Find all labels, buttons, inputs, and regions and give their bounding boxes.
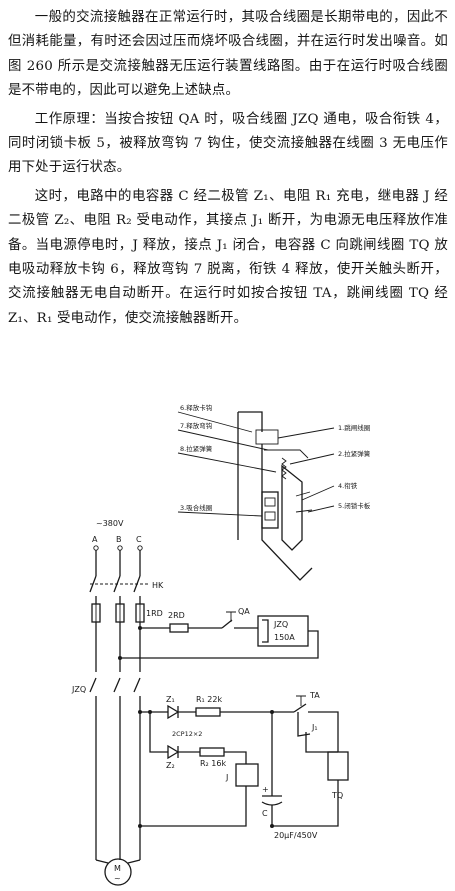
wire-tq-bottom xyxy=(272,780,339,827)
relay-j-label: J xyxy=(225,773,228,782)
wire-j1 xyxy=(297,712,338,753)
qa-contact xyxy=(221,619,233,629)
terminal-c xyxy=(137,545,143,551)
hk-label: HK xyxy=(152,581,164,590)
resistor-r1 xyxy=(195,707,221,717)
contactor-blades xyxy=(89,677,141,693)
jzq-coil-label: JZQ xyxy=(273,620,288,629)
ta-contact xyxy=(293,703,307,713)
phase-lines: HK 1RD JZQ M ~ xyxy=(71,545,164,886)
motor-label: M xyxy=(114,864,121,873)
phase-a-label: A xyxy=(92,535,98,544)
junction-c3 xyxy=(138,824,142,828)
mech-coil-wind-1 xyxy=(264,497,276,507)
phase-mid xyxy=(95,596,141,604)
paragraph-principle: 工作原理：当按合按钮 QA 时，吸合线圈 JZQ 通电，吸合衔铁 4，同时闭锁卡… xyxy=(8,111,448,176)
mech-coil-wind-2 xyxy=(264,511,276,521)
diode-z1 xyxy=(167,704,180,720)
mech-label-5: 5.闭锁卡板 xyxy=(338,501,371,510)
junction-bottom xyxy=(270,824,274,828)
leader-7 xyxy=(177,429,269,451)
diode-type-label: 2CP12×2 xyxy=(172,730,202,738)
cap-plus: + xyxy=(262,785,269,794)
jzq-rating-label: 150A xyxy=(274,633,295,642)
leader-6 xyxy=(177,411,253,433)
mech-label-4: 4.衔铁 xyxy=(338,481,358,490)
mech-label-3: 3.吸合线圈 xyxy=(180,503,212,512)
tq-label: TQ xyxy=(331,791,343,800)
motor-leads xyxy=(95,859,141,864)
circuit-diagram: 6.释放卡钩 7.释放弯钩 8.拉紧弹簧 3.吸合线圈 1.跳闸线圈 2.拉紧弹… xyxy=(71,403,371,886)
cap-rating-label: 20μF/450V xyxy=(274,831,318,840)
terminal-a xyxy=(93,545,99,551)
tq-coil-box xyxy=(327,751,349,781)
leader-3 xyxy=(177,511,263,517)
wire-return-b xyxy=(120,630,319,659)
wire-r2-j xyxy=(224,751,247,764)
z2-label: Z₂ xyxy=(166,761,175,770)
cap-label: C xyxy=(262,809,268,818)
mech-release-hook xyxy=(264,449,309,459)
phase-upper xyxy=(95,550,141,576)
fuse2-label: 2RD xyxy=(168,611,185,620)
leader-1 xyxy=(277,427,335,439)
paragraph-intro: 一般的交流接触器在正常运行时，其吸合线圈是长期带电的，因此不但消耗能量，有时还会… xyxy=(8,10,448,99)
mech-armature xyxy=(281,464,303,551)
leader-2 xyxy=(289,453,335,465)
paragraph-operation: 这时，电路中的电容器 C 经二极管 Z₁、电阻 R₁ 充电，继电器 J 经二极管… xyxy=(8,188,448,326)
terminal-b xyxy=(117,545,123,551)
leader-4 xyxy=(301,485,335,501)
circuit-figure: 6.释放卡钩 7.释放弯钩 8.拉紧弹簧 3.吸合线圈 1.跳闸线圈 2.拉紧弹… xyxy=(0,400,455,887)
relay-j-box xyxy=(235,763,259,787)
trip-circuit: Z₁ R₁ 22k TA J₁ xyxy=(138,691,349,840)
leader-5 xyxy=(307,505,335,513)
junction-b xyxy=(118,656,122,660)
voltage-label: ~380V xyxy=(96,519,124,528)
mech-label-7: 7.释放弯钩 xyxy=(180,421,213,430)
phase-to-motor xyxy=(95,696,141,860)
wire-ta-tq xyxy=(308,711,339,752)
mech-trip-coil-box xyxy=(255,429,279,445)
mech-label-2: 2.拉紧弹簧 xyxy=(338,449,371,458)
r2-label: R₂ 16k xyxy=(200,759,226,768)
ta-label: TA xyxy=(309,691,320,700)
qa-button-cap xyxy=(226,611,236,622)
motor-symbol xyxy=(104,858,132,886)
mech-spring xyxy=(281,457,287,480)
mech-label-1: 1.跳闸线圈 xyxy=(338,423,370,432)
article-text: 一般的交流接触器在正常运行时，其吸合线圈是长期带电的，因此不但消耗能量，有时还会… xyxy=(8,6,448,335)
mech-label-8: 8.拉紧弹簧 xyxy=(180,444,213,453)
diode-z2 xyxy=(167,744,180,760)
mech-label-6: 6.释放卡钩 xyxy=(180,403,213,412)
wire-j-return xyxy=(140,786,247,827)
fuse1-label: 1RD xyxy=(146,609,163,618)
junction-z xyxy=(148,710,152,714)
control-circuit: 2RD QA JZQ 150A xyxy=(118,607,319,660)
phase-c-label: C xyxy=(136,535,142,544)
leader-8 xyxy=(177,452,277,473)
resistor-r2 xyxy=(199,747,225,757)
fuse-2rd xyxy=(169,623,189,633)
jzq-coil-symbol xyxy=(262,619,269,643)
mech-hold-coil xyxy=(261,491,279,529)
ta-button-cap xyxy=(296,695,306,706)
r1-label: R₁ 22k xyxy=(196,695,222,704)
fuse-elements xyxy=(95,604,141,622)
cap-plate-bottom xyxy=(261,801,283,806)
j1-contact xyxy=(297,726,311,737)
qa-label: QA xyxy=(238,607,250,616)
motor-ac-symbol: ~ xyxy=(114,874,121,883)
phase-b-label: B xyxy=(116,535,122,544)
mech-frame-top xyxy=(238,411,263,432)
phase-to-contactor xyxy=(95,622,141,672)
mech-latch-plate xyxy=(295,491,313,513)
wire-to-z2 xyxy=(149,712,168,753)
j1-label: J₁ xyxy=(311,723,318,732)
mechanism-drawing: 6.释放卡钩 7.释放弯钩 8.拉紧弹簧 3.吸合线圈 1.跳闸线圈 2.拉紧弹… xyxy=(177,403,371,581)
jzq-contacts-label: JZQ xyxy=(71,685,86,694)
z1-label: Z₁ xyxy=(166,695,175,704)
